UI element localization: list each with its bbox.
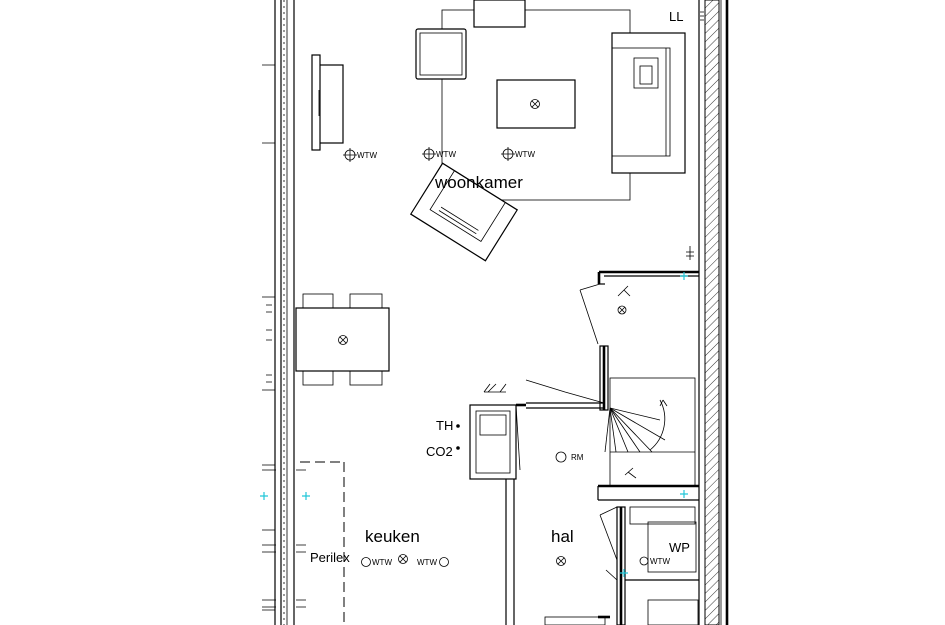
wtw-valve-icon bbox=[422, 147, 436, 161]
wtw-valve-icon bbox=[361, 557, 371, 567]
room-label-hal: hal bbox=[551, 527, 574, 546]
ceiling-light-icon bbox=[556, 556, 566, 566]
wtw-valve-icon bbox=[439, 557, 449, 567]
perilex-label: Perilex bbox=[310, 550, 350, 565]
room-label-woonkamer: woonkamer bbox=[434, 173, 523, 192]
wtw-valve-icon bbox=[343, 148, 357, 162]
wall-socket-markers bbox=[260, 272, 688, 577]
wtw-label: WTW bbox=[436, 150, 456, 159]
wp-label: WP bbox=[669, 540, 690, 555]
th-sensor-dot bbox=[456, 424, 460, 428]
ceiling-light-icon bbox=[530, 99, 540, 109]
wtw-label: WTW bbox=[515, 150, 535, 159]
dining-table bbox=[266, 293, 390, 386]
wtw-label: WTW bbox=[650, 557, 670, 566]
th-label: TH bbox=[436, 418, 453, 433]
interior-walls bbox=[469, 270, 699, 625]
living-room bbox=[311, 0, 686, 262]
ceiling-light-icon bbox=[338, 335, 348, 345]
right-facade-wall bbox=[698, 0, 729, 625]
ceiling-light-icon bbox=[617, 305, 627, 315]
wtw-label: WTW bbox=[417, 558, 437, 567]
left-facade-wall bbox=[262, 0, 295, 625]
room-label-keuken: keuken bbox=[365, 527, 420, 546]
smoke-detector-icon bbox=[555, 451, 567, 463]
kitchen-counter bbox=[262, 461, 345, 625]
ceiling-light-icon bbox=[398, 554, 408, 564]
wtw-valve-icon bbox=[639, 556, 649, 566]
co2-sensor-dot bbox=[456, 446, 460, 450]
ll-label: LL bbox=[669, 9, 683, 24]
light-symbols bbox=[338, 11, 704, 567]
wtw-valve-icon bbox=[501, 147, 515, 161]
rm-label: RM bbox=[571, 453, 584, 462]
wtw-label: WTW bbox=[372, 558, 392, 567]
co2-label: CO2 bbox=[426, 444, 453, 459]
wtw-label: WTW bbox=[357, 151, 377, 160]
